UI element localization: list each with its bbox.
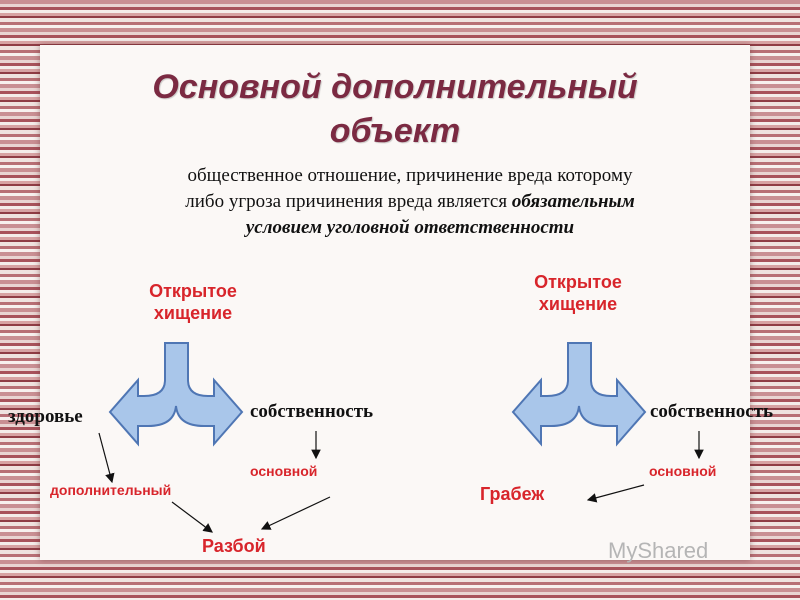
left-object-property: собственность: [250, 401, 374, 422]
definition-emphasis-2: условием уголовной ответственности: [245, 217, 575, 238]
right-heading: Открытое хищение: [513, 271, 643, 315]
title-line-1: Основной дополнительный: [152, 68, 638, 106]
watermark-logo: MyShared: [608, 538, 709, 563]
right-heading-line-2: хищение: [538, 294, 618, 314]
result-robbery: Разбой: [202, 536, 266, 556]
slide-title: Основной дополнительный объект: [40, 65, 750, 153]
definition-line-2-plain: либо угроза причинения вреда является: [185, 191, 512, 212]
right-main-label: основной: [649, 463, 717, 479]
arrow-additional-to-result: [171, 501, 213, 533]
right-heading-line-1: Открытое: [534, 272, 622, 292]
result-open-theft: Грабеж: [480, 484, 545, 504]
split-arrow-right: [511, 342, 647, 447]
left-heading: Открытое хищение: [128, 280, 258, 324]
arrow-main-to-result-left: [260, 496, 331, 530]
slide: Основной дополнительный объект обществен…: [40, 45, 750, 560]
definition-emphasis-1: обязательным: [511, 191, 635, 212]
left-heading-line-1: Открытое: [149, 281, 237, 301]
left-heading-line-2: хищение: [153, 303, 233, 323]
title-line-2: объект: [329, 112, 461, 150]
definition-line-2: либо угроза причинения вреда является об…: [100, 189, 720, 215]
definition-text: общественное отношение, причинение вреда…: [100, 163, 720, 241]
definition-line-1: общественное отношение, причинение вреда…: [187, 165, 633, 186]
left-main-label: основной: [250, 463, 318, 479]
right-object-property: собственность: [650, 401, 774, 422]
left-object-health: здоровье: [8, 406, 83, 427]
arrow-health-to-additional: [98, 432, 115, 484]
split-arrow-left: [108, 342, 244, 447]
definition-line-3: условием уголовной ответственности: [100, 215, 720, 241]
additional-label: дополнительный: [50, 482, 172, 498]
arrow-main-to-result-right: [586, 484, 645, 503]
